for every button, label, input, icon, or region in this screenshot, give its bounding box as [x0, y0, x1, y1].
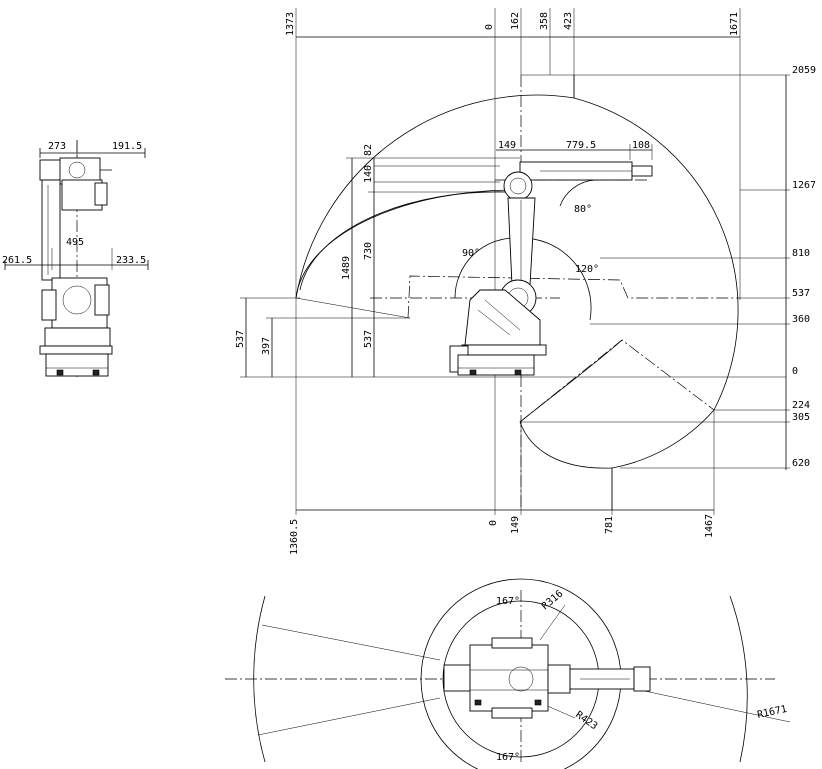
- left-dim-397: 397: [261, 337, 272, 355]
- angle-80: 80°: [574, 204, 592, 215]
- plan-view: 167° 167° R316 R423 R1671: [225, 578, 791, 769]
- side-dim-191-5: 191.5: [112, 141, 142, 152]
- top-dim-162: 162: [510, 12, 521, 30]
- side-dim-495: 495: [66, 237, 84, 248]
- top-dim-423: 423: [563, 12, 574, 30]
- left-dim-537-inner: 537: [363, 330, 374, 348]
- left-dim-537-outer: 537: [235, 330, 246, 348]
- side-dim-261-5: 261.5: [2, 255, 32, 266]
- side-view: 273 191.5 261.5 495 233.5: [2, 140, 149, 380]
- left-dim-1489: 1489: [341, 256, 352, 280]
- bottom-dim-149: 149: [510, 516, 521, 534]
- plan-angle-167-top: 167°: [496, 596, 520, 607]
- plan-radius-316: R316: [540, 588, 566, 612]
- plan-angle-167-bottom: 167°: [496, 752, 520, 763]
- arm-dim-82: 82: [363, 144, 374, 156]
- bottom-dim-1360-5: 1360.5: [289, 519, 300, 555]
- bottom-dim-781: 781: [604, 516, 615, 534]
- top-dim-358: 358: [539, 12, 550, 30]
- plan-radius-423: R423: [573, 709, 599, 732]
- angle-120: 120°: [575, 264, 599, 275]
- arm-dim-149: 149: [498, 140, 516, 151]
- top-dim-1373: 1373: [285, 12, 296, 36]
- angle-90: 90°: [462, 248, 480, 259]
- right-dim-360: 360: [792, 314, 810, 325]
- bottom-dim-1467: 1467: [704, 514, 715, 538]
- right-dim-620: 620: [792, 458, 810, 469]
- right-dim-0: 0: [792, 366, 798, 377]
- left-dim-730: 730: [363, 242, 374, 260]
- right-dim-810: 810: [792, 248, 810, 259]
- right-dim-1267: 1267: [792, 180, 816, 191]
- right-dim-2059: 2059: [792, 65, 816, 76]
- right-dim-305: 305: [792, 412, 810, 423]
- top-dim-0: 0: [484, 24, 495, 30]
- bottom-dim-0: 0: [488, 520, 499, 526]
- arm-dim-779-5: 779.5: [566, 140, 596, 151]
- arm-dim-140: 140: [363, 165, 374, 183]
- right-dim-224: 224: [792, 400, 810, 411]
- side-dim-233-5: 233.5: [116, 255, 146, 266]
- top-dim-1671: 1671: [729, 12, 740, 36]
- right-dim-537: 537: [792, 288, 810, 299]
- elevation-view: 1373 0 162 358 423 1671 2059 1267 810 53…: [235, 8, 816, 555]
- arm-dim-108: 108: [632, 140, 650, 151]
- side-dim-273: 273: [48, 141, 66, 152]
